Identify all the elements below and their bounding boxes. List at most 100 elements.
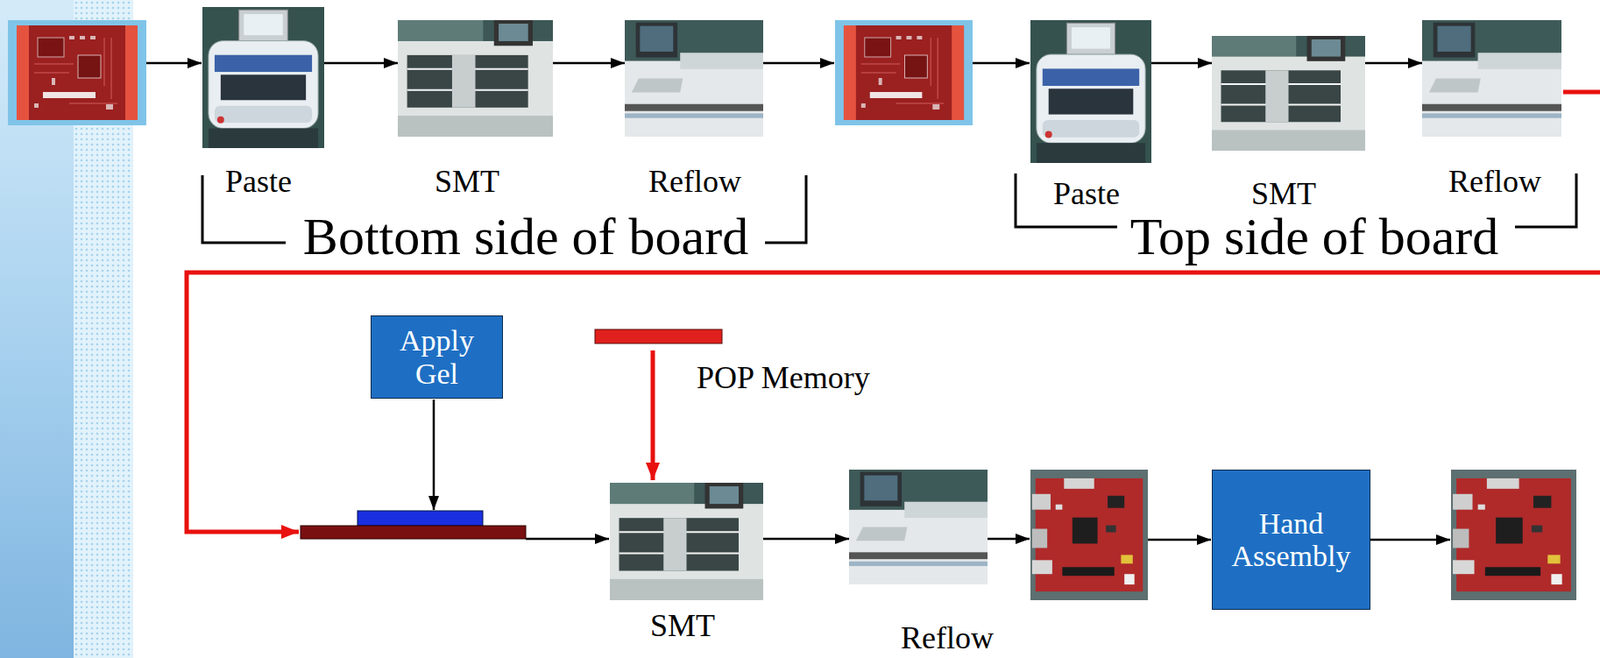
- machine-illustration: [904, 502, 988, 518]
- machine-illustration: [709, 486, 739, 504]
- machine-illustration: [239, 9, 289, 41]
- machine-illustration: [1030, 20, 1152, 163]
- machine-illustration: [705, 482, 744, 509]
- machine-illustration: [609, 503, 764, 601]
- process-box: Hand Assembly: [1211, 469, 1371, 610]
- step-label: Reflow: [1448, 165, 1542, 198]
- machine-illustration: [1422, 104, 1562, 112]
- pcb-photo: [835, 20, 973, 126]
- machine-illustration: [639, 26, 673, 52]
- machine-illustration: [220, 74, 306, 100]
- machine-illustration: [624, 61, 764, 137]
- flow-arrow: [1365, 538, 1451, 542]
- machine-illustration: [397, 41, 553, 137]
- background-art: [146, 63, 1451, 540]
- step-label: Paste: [225, 165, 292, 198]
- machine-illustration: [498, 23, 529, 42]
- box-label: Apply Gel: [376, 324, 497, 390]
- machine-illustration: [609, 579, 764, 601]
- machine-illustration: [407, 55, 529, 108]
- machine-illustration: [849, 469, 988, 585]
- machine-illustration: [214, 55, 312, 72]
- machine-photo: SMT: [609, 482, 764, 601]
- machine-illustration: [494, 20, 533, 46]
- flow-arrow: [972, 62, 1030, 65]
- pop-memory-bar: [594, 329, 723, 344]
- machine-illustration: [208, 127, 319, 149]
- background-art: [186, 92, 1600, 532]
- board-layer: [300, 525, 526, 539]
- part-label: POP Memory: [696, 361, 871, 394]
- machine-illustration: [1211, 56, 1366, 151]
- machine-illustration: [679, 52, 764, 70]
- machine-illustration: [397, 20, 553, 137]
- machine-illustration: [863, 475, 898, 502]
- machine-illustration: [624, 113, 764, 118]
- machine-illustration: [1030, 20, 1152, 163]
- flow-arrow: [552, 62, 625, 65]
- machine-illustration: [1071, 27, 1111, 49]
- machine-illustration: [636, 22, 678, 58]
- step-label: SMT: [650, 609, 716, 642]
- machine-illustration: [243, 14, 283, 36]
- machine-illustration: [860, 472, 902, 507]
- flow-arrow: [324, 62, 398, 65]
- machine-illustration: [1048, 88, 1134, 114]
- pcb-photo: [1030, 469, 1148, 601]
- machine-illustration: [1042, 68, 1140, 86]
- flow-arrow: [1365, 62, 1423, 65]
- machine-illustration: [452, 55, 476, 108]
- flow-arrow: [525, 538, 609, 541]
- pcb-photo: [1451, 469, 1577, 601]
- machine-illustration: [1211, 35, 1366, 151]
- machine-illustration: [202, 7, 325, 149]
- machine-illustration: [849, 552, 988, 560]
- machine-illustration: [1478, 52, 1562, 70]
- machine-illustration: [1422, 113, 1562, 118]
- machine-illustration: [631, 78, 683, 93]
- machine-photo: Reflow: [849, 469, 988, 585]
- machine-illustration: [1211, 35, 1296, 57]
- pcb-photo: [7, 20, 147, 126]
- machine-illustration: [624, 20, 764, 137]
- machine-photo: Paste: [1030, 20, 1152, 163]
- machine-illustration: [397, 115, 553, 137]
- machine-illustration: [1429, 78, 1481, 93]
- flow-arrow: [763, 538, 850, 541]
- machine-illustration: [1221, 70, 1342, 122]
- machine-photo: Paste: [202, 7, 325, 149]
- machine-illustration: [663, 517, 687, 571]
- machine-illustration: [624, 20, 764, 137]
- step-label: Reflow: [648, 165, 742, 198]
- machine-illustration: [624, 104, 764, 112]
- machine-illustration: [1437, 26, 1471, 52]
- machine-illustration: [1265, 70, 1289, 122]
- machine-illustration: [397, 20, 553, 137]
- machine-illustration: [397, 20, 483, 42]
- pop-arrow: [651, 350, 656, 481]
- machine-photo: Reflow: [624, 20, 764, 137]
- machine-illustration: [1066, 22, 1115, 55]
- machine-photo: SMT: [397, 20, 553, 137]
- machine-illustration: [609, 482, 764, 601]
- step-label: SMT: [434, 165, 500, 198]
- machine-illustration: [1036, 142, 1146, 163]
- machine-illustration: [849, 509, 988, 585]
- machine-illustration: [1433, 22, 1476, 58]
- machine-illustration: [1211, 35, 1366, 151]
- process-box: Apply Gel: [370, 315, 503, 399]
- gel-layer: [357, 510, 483, 526]
- flow-arrow: [146, 62, 202, 65]
- section-label: Top side of board: [1130, 210, 1500, 263]
- machine-illustration: [208, 41, 319, 129]
- machine-illustration: [217, 116, 225, 124]
- machine-illustration: [1422, 20, 1562, 137]
- bracket: [764, 175, 807, 243]
- flow-arrow: [987, 538, 1030, 541]
- machine-photo: Reflow: [1422, 20, 1562, 137]
- machine-photo: SMT: [1211, 35, 1366, 151]
- machine-illustration: [849, 469, 988, 585]
- flow-arrow: [763, 62, 835, 65]
- machine-illustration: [849, 561, 988, 567]
- machine-illustration: [1045, 130, 1053, 138]
